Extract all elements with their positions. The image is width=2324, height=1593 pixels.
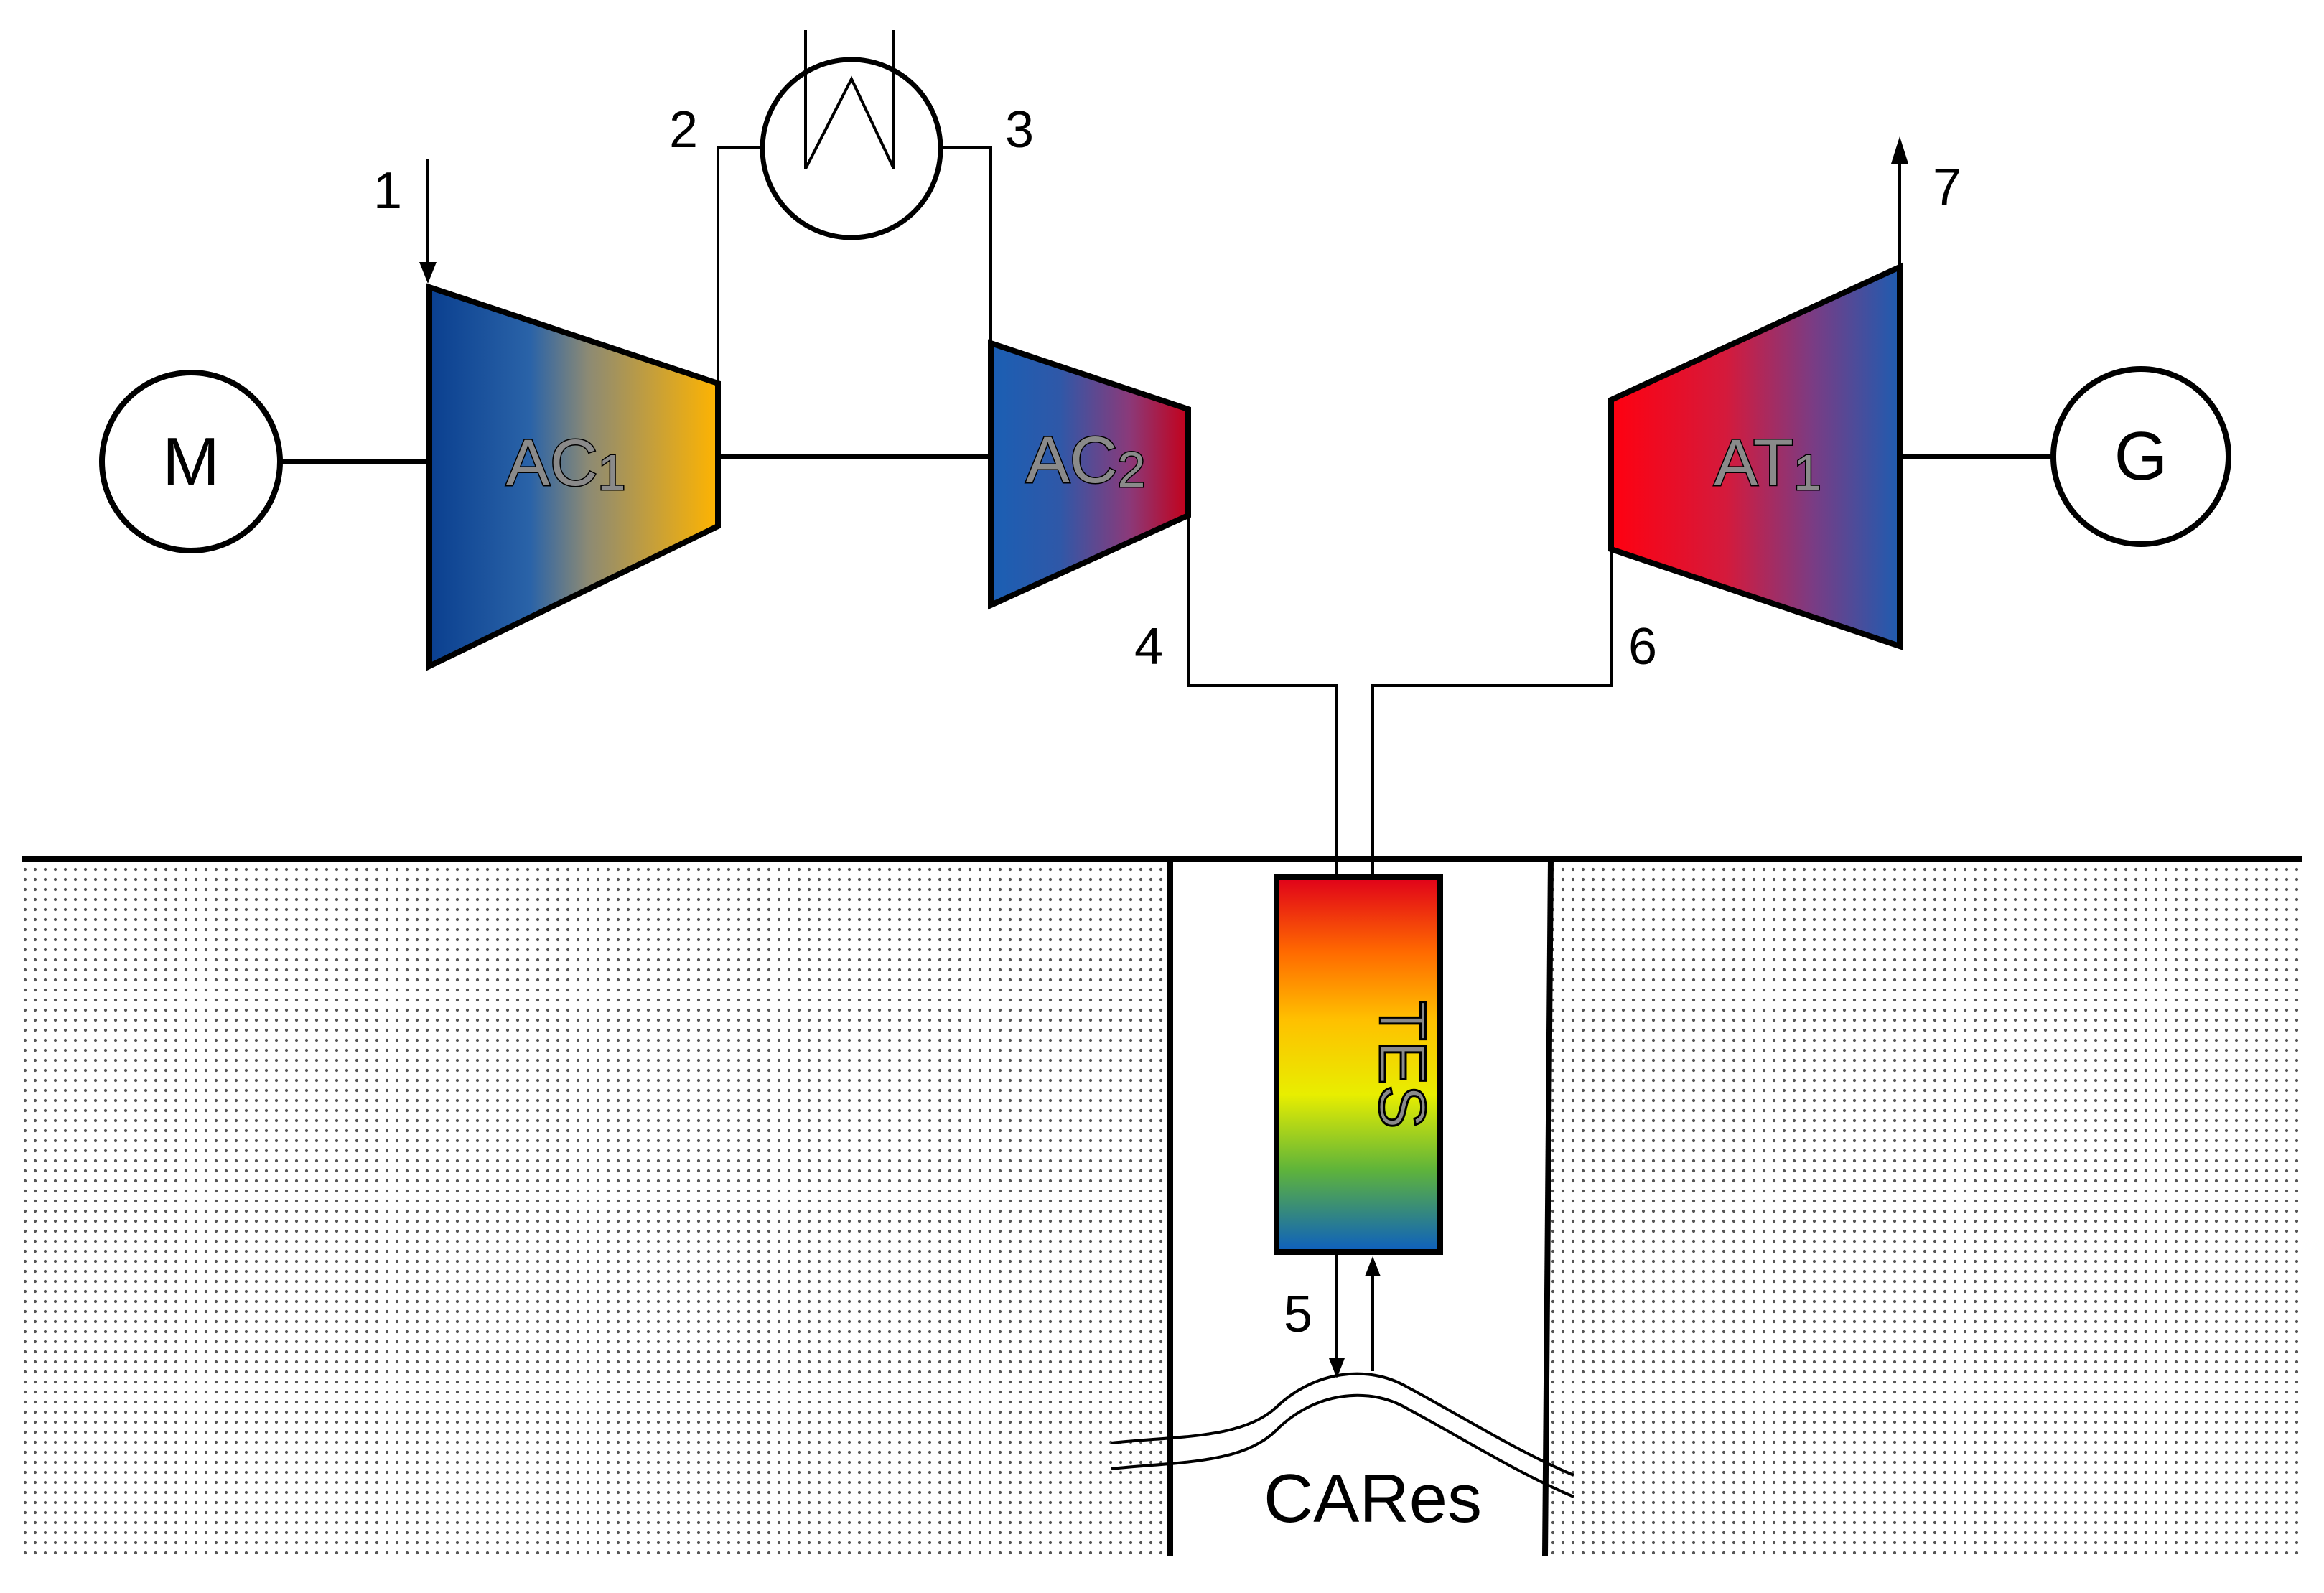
compressor-ac2-base: AC — [1026, 424, 1118, 497]
reservoir-label: CARes — [1264, 1460, 1482, 1537]
compressor-ac1-index: 1 — [597, 444, 625, 500]
intercooler-heat-exchanger — [760, 30, 943, 240]
pipe-intercooler-to-ac2 — [941, 146, 992, 343]
motor-label: M — [162, 424, 220, 500]
state-point-7: 7 — [1933, 159, 1961, 216]
pipe-ac2-to-tes — [1187, 515, 1338, 877]
inlet-flow-arrow — [419, 159, 437, 284]
compressor-ac2-label: AC2 — [1026, 424, 1146, 497]
compressor-ac1-label: AC1 — [506, 426, 626, 500]
state-point-5: 5 — [1284, 1286, 1312, 1343]
compressor-ac2-index: 2 — [1117, 442, 1145, 497]
tes-label: TES — [1366, 1001, 1439, 1129]
exhaust-flow-arrow — [1891, 136, 1908, 267]
turbine-at1-index: 1 — [1793, 444, 1821, 500]
state-point-1: 1 — [373, 162, 402, 220]
generator-label: G — [2114, 418, 2168, 495]
ground-dotted-right — [1551, 859, 2305, 1556]
state-point-4: 4 — [1134, 618, 1163, 676]
pipe-tes-to-at1 — [1371, 549, 1613, 877]
compressed-air-reservoir: CARes — [1111, 1372, 1574, 1537]
ground — [22, 856, 2305, 1556]
turbine-at1: AT1 — [1608, 262, 1903, 650]
tes-to-reservoir-arrow — [1329, 1252, 1345, 1378]
turbine-at1-base: AT — [1714, 426, 1793, 500]
motor: M — [99, 370, 283, 553]
pipe-ac1-to-intercooler — [717, 146, 762, 383]
state-point-6: 6 — [1628, 618, 1657, 676]
generator: G — [2050, 366, 2231, 547]
reservoir-to-tes-arrow — [1365, 1256, 1381, 1371]
turbine-at1-label: AT1 — [1714, 426, 1821, 500]
borehole-right-wall — [1542, 859, 1554, 1556]
state-point-3: 3 — [1005, 101, 1034, 159]
compressor-ac2: AC2 — [988, 339, 1191, 610]
compressor-ac1-base: AC — [506, 426, 598, 500]
thermal-energy-storage: TES — [1274, 874, 1443, 1255]
state-point-2: 2 — [669, 101, 698, 159]
compressor-ac1: AC1 — [426, 283, 721, 671]
ground-dotted-left — [22, 859, 1170, 1556]
